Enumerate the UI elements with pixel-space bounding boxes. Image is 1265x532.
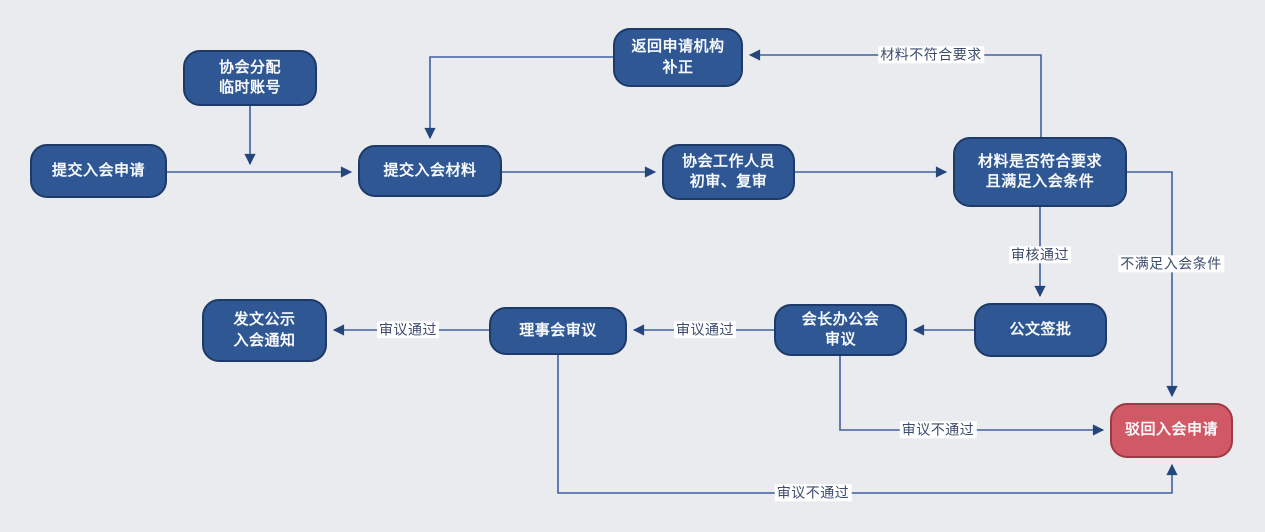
- node-submit-materials: 提交入会材料: [358, 145, 502, 197]
- node-submit-application: 提交入会申请: [30, 144, 167, 198]
- edge-materials-check-to-reject: [1127, 171, 1178, 398]
- edge-label-review-passed: 审核通过: [1009, 246, 1071, 264]
- node-reject-application: 驳回入会申请: [1110, 403, 1233, 458]
- edge-council-review-to-reject: [557, 355, 1178, 494]
- node-staff-review: 协会工作人员 初审、复审: [662, 144, 795, 200]
- edge-label-materials-not-meet: 材料不符合要求: [878, 46, 984, 64]
- node-doc-approval: 公文签批: [974, 303, 1107, 357]
- edge-return-correction-to-submit-materials: [424, 56, 613, 140]
- node-return-correction: 返回申请机构 补正: [613, 28, 743, 87]
- edge-label-deliberation-passed-council: 审议通过: [674, 321, 736, 339]
- node-council-review: 理事会审议: [489, 307, 627, 355]
- edge-label-deliberation-passed-publish: 审议通过: [377, 321, 439, 339]
- node-assign-account: 协会分配 临时账号: [183, 50, 317, 106]
- node-publish-notice: 发文公示 入会通知: [202, 299, 327, 362]
- node-president-meeting: 会长办公会 审议: [774, 304, 907, 356]
- edge-label-not-meet-conditions: 不满足入会条件: [1118, 255, 1224, 273]
- edge-label-deliberation-failed-council: 审议不通过: [774, 484, 852, 502]
- edge-materials-check-to-return-correction: [748, 49, 1042, 137]
- edge-president-meeting-to-reject: [839, 356, 1105, 436]
- node-materials-check: 材料是否符合要求 且满足入会条件: [953, 137, 1127, 207]
- edge-label-deliberation-failed-president: 审议不通过: [899, 421, 977, 439]
